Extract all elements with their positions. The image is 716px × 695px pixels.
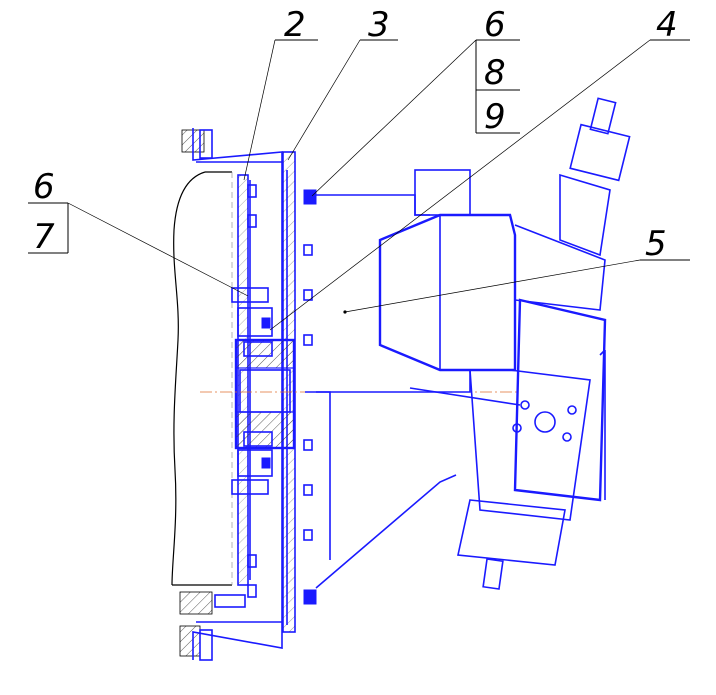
callouts (28, 39, 690, 331)
label-2: 2 (284, 5, 306, 45)
mounting-bracket (305, 169, 521, 589)
label-6-left: 6 (33, 167, 55, 207)
label-3: 3 (368, 5, 390, 45)
leader-5-dot (343, 310, 347, 314)
leader-5 (344, 259, 641, 313)
motor-pump-unit (378, 97, 631, 590)
leader-2 (243, 39, 276, 181)
leader-4 (269, 39, 651, 331)
leader-6-left (67, 202, 249, 297)
label-9: 9 (484, 97, 506, 137)
elastic-coupling (237, 307, 273, 477)
label-5: 5 (645, 224, 667, 264)
housing-outline (171, 129, 233, 657)
label-7: 7 (33, 217, 55, 257)
label-4: 4 (656, 5, 678, 45)
label-8: 8 (484, 53, 506, 93)
bolts (199, 129, 317, 661)
label-6-top: 6 (484, 5, 506, 45)
inner-plate (237, 174, 251, 586)
leader-6-top (311, 39, 477, 197)
leader-3 (287, 39, 361, 161)
